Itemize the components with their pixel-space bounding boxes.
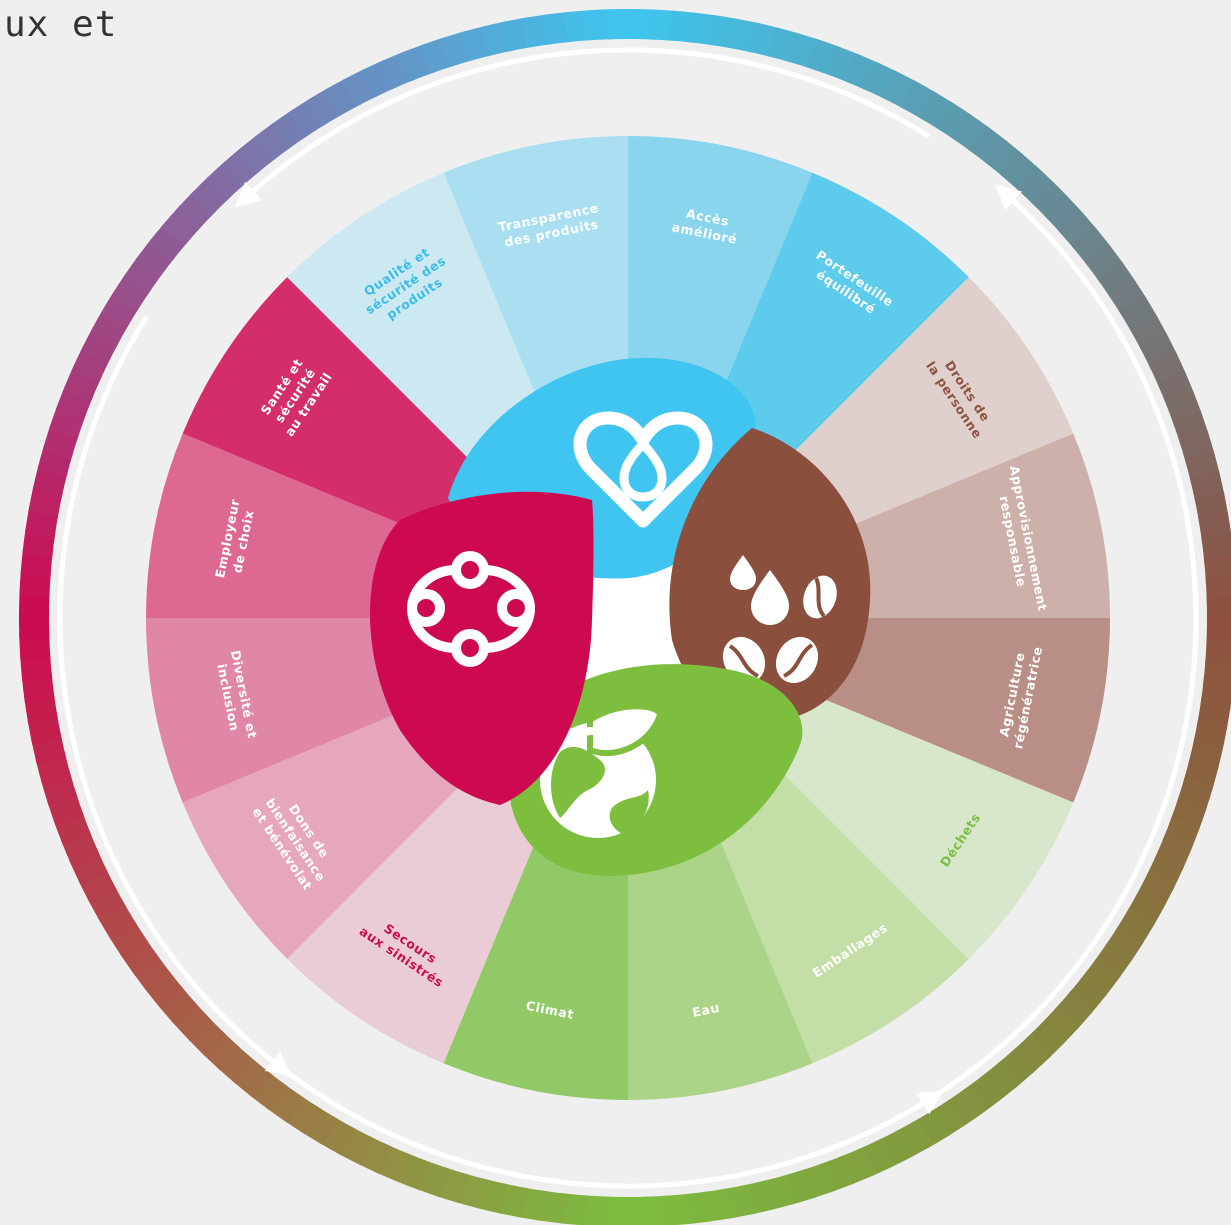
people-circle-icon [407,551,535,667]
cycle-arrow [204,996,944,1189]
heart-drop-icon [573,411,713,528]
corner-text: ux et [4,4,118,45]
petal-planet [508,664,803,876]
petal-sourcing [669,428,871,720]
outer-cycle-ring [19,9,1231,1225]
coffee-beans-drops-icon [722,555,837,684]
cycle-arrow [234,47,931,208]
segment-label: Eau [691,1000,721,1020]
cycle-arrows [57,47,1199,1189]
leaf-globe-icon [526,703,664,838]
petal-people [370,491,594,805]
segment-label-line: Eau [691,1000,721,1020]
wheel-segment [712,663,1074,959]
cycle-arrow [57,315,293,1077]
cycle-arrow [893,184,1199,1122]
